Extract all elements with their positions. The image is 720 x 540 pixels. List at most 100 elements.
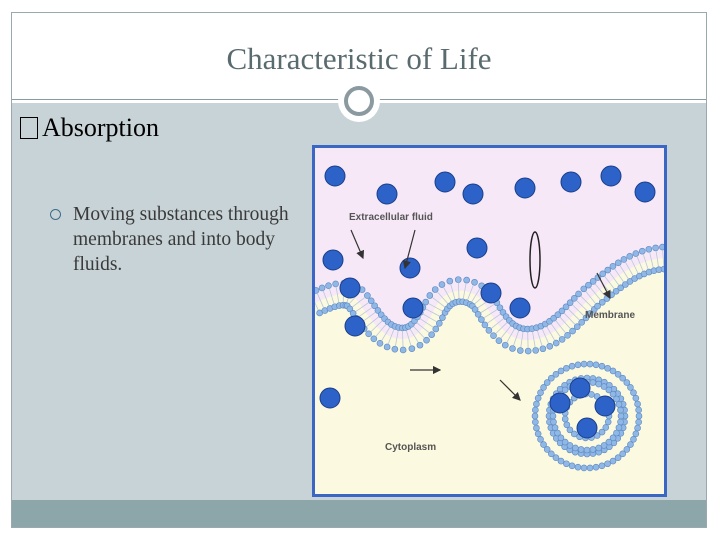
phospholipid-head: [626, 253, 634, 260]
phospholipid-tail: [416, 322, 430, 334]
vesicle-head: [566, 426, 574, 434]
vesicle-head: [574, 361, 582, 369]
phospholipid-tail: [405, 330, 412, 346]
molecule: [509, 297, 531, 319]
vesicle-head: [630, 436, 637, 443]
phospholipid-tail: [394, 330, 399, 347]
vesicle-head: [623, 446, 631, 453]
molecule: [514, 177, 536, 199]
vesicle-head: [534, 430, 542, 438]
vesicle-head: [635, 418, 642, 426]
vesicle-head: [595, 444, 602, 452]
phospholipid-head: [383, 343, 391, 351]
phospholipid-head: [325, 282, 332, 289]
phospholipid-tail: [366, 316, 380, 328]
phospholipid-head: [454, 276, 462, 283]
vesicle-head: [552, 454, 560, 462]
phospholipid-tail: [555, 320, 566, 334]
phospholipid-tail: [590, 287, 601, 301]
phospholipid-head: [570, 295, 578, 302]
phospholipid-tail: [500, 325, 512, 339]
phospholipid-head: [391, 345, 399, 353]
vesicle-head: [600, 442, 608, 449]
molecules: [319, 165, 656, 439]
vesicle-head: [635, 406, 642, 414]
vesicle-head: [615, 424, 623, 431]
vesicle-head: [609, 457, 617, 465]
phospholipid-head: [558, 336, 566, 343]
section-heading-text: Absorption: [42, 113, 159, 142]
phospholipid-tail: [655, 250, 659, 267]
phospholipid-head: [509, 345, 516, 352]
vesicle-head: [627, 384, 634, 391]
phospholipid-tail: [559, 316, 571, 330]
phospholipid-tail: [636, 256, 644, 272]
molecule: [434, 171, 456, 193]
phospholipid-head: [562, 303, 570, 311]
phospholipid-head: [426, 292, 434, 299]
phospholipid-tail: [537, 330, 543, 346]
phospholipid-tail: [413, 326, 425, 339]
molecule: [344, 315, 366, 337]
vesicle-head: [632, 430, 640, 438]
phospholipid-head: [573, 323, 581, 331]
phospholipid-tail: [520, 331, 524, 348]
phospholipid-tail: [335, 286, 340, 303]
phospholipid-head: [580, 285, 588, 293]
vesicle-head: [613, 395, 620, 403]
phospholipid-tail: [322, 290, 330, 306]
vesicle-head: [598, 428, 606, 436]
vesicle-head: [533, 424, 540, 432]
slide-title: Characteristic of Life: [226, 41, 492, 76]
molecule: [634, 181, 656, 203]
phospholipid-tail: [572, 304, 585, 317]
vesicle-head: [548, 450, 555, 458]
phospholipid-head: [632, 250, 640, 257]
vesicle-head: [600, 383, 608, 390]
phospholipid-tail: [487, 313, 501, 324]
phospholipid-head: [564, 332, 571, 339]
phospholipid-tail: [422, 313, 437, 323]
phospholipid-head: [609, 263, 617, 270]
vesicle-head: [619, 450, 626, 458]
phospholipid-tail: [506, 328, 516, 343]
phospholipid-head: [599, 270, 607, 278]
phospholipid-tail: [443, 286, 452, 302]
vesicle-head: [532, 406, 539, 414]
phospholipid-tail: [483, 309, 498, 319]
vesicle-head: [630, 389, 637, 396]
phospholipid-head: [594, 302, 601, 310]
phospholipid-head: [436, 320, 443, 327]
vesicle-head: [615, 401, 623, 408]
vesicle-head: [592, 361, 600, 369]
phospholipid-tail: [375, 323, 387, 337]
vesicle-head: [543, 379, 551, 386]
vesicle-head: [598, 362, 606, 370]
phospholipid-tail: [355, 302, 369, 312]
phospholipid-head: [376, 340, 384, 347]
vesicle-head: [604, 364, 611, 372]
phospholipid-tail: [425, 308, 440, 317]
vesicle-head: [604, 418, 612, 426]
vesicle-head: [568, 462, 576, 470]
phospholipid-tail: [450, 283, 456, 300]
phospholipid-tail: [428, 303, 443, 312]
phospholipid-head: [578, 319, 585, 326]
phospholipid-tail: [642, 253, 649, 270]
phospholipid-tail: [624, 261, 634, 277]
phospholipid-head: [315, 287, 320, 294]
vesicle-head: [577, 446, 585, 453]
phospholipid-head: [589, 278, 597, 285]
vesicle-head: [619, 374, 626, 382]
vesicle-head: [627, 441, 634, 448]
vesicle-head: [561, 386, 569, 394]
absorption-figure: Extracellular fluid Membrane Cytoplasm: [312, 145, 667, 497]
phospholipid-head: [374, 307, 382, 314]
phospholipid-tail: [619, 265, 629, 280]
phospholipid-tail: [580, 295, 593, 308]
arrow-extracellular-2: [402, 229, 416, 270]
vesicle-head: [604, 460, 611, 468]
phospholipid-head: [371, 302, 378, 310]
phospholipid-tail: [462, 282, 467, 299]
phospholipid-head: [481, 321, 489, 329]
